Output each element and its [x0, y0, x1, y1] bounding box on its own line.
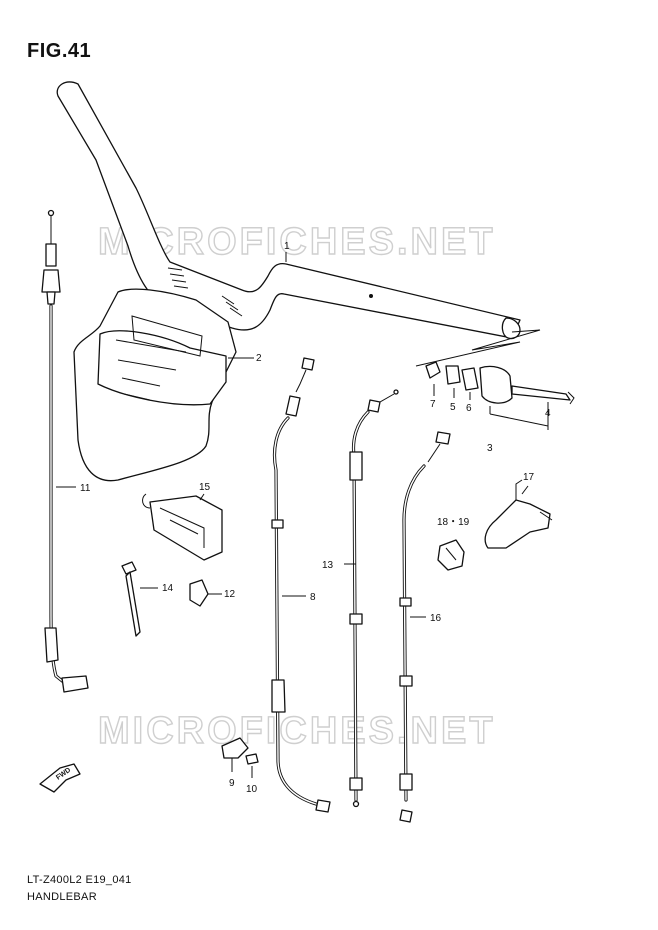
leader-lines-3-7: [433, 384, 549, 430]
watermark-bottom: MICROFICHES.NET: [98, 710, 496, 752]
clamp-part[interactable]: [189, 579, 209, 607]
callout-5: 5: [450, 402, 456, 413]
bar-end-parts[interactable]: [425, 361, 575, 405]
cable-16-part[interactable]: [399, 431, 451, 823]
callout-17: 17: [523, 472, 535, 483]
band-part[interactable]: [121, 561, 141, 637]
callout-12: 12: [224, 589, 236, 600]
leader-lines: [56, 252, 529, 778]
cable-13-part[interactable]: [349, 389, 399, 808]
section-name: HANDLEBAR: [27, 891, 97, 903]
callout-1: 1: [284, 241, 290, 252]
holder-part[interactable]: [221, 737, 249, 759]
callout-3: 3: [487, 443, 493, 454]
callout-14: 14: [162, 583, 174, 594]
callout-8: 8: [310, 592, 316, 603]
throttle-cable-part[interactable]: [41, 209, 89, 693]
callout-10: 10: [246, 784, 258, 795]
callout-15: 15: [199, 482, 211, 493]
model-code: LT-Z400L2 E19_041: [27, 874, 132, 886]
bracket-part[interactable]: [142, 493, 223, 561]
bracket-17-part[interactable]: [484, 479, 553, 549]
callout-2: 2: [256, 353, 262, 364]
handlebar-cover-part[interactable]: [73, 288, 237, 482]
figure-title: FIG.41: [27, 40, 92, 62]
callout-4: 4: [545, 408, 551, 419]
fwd-arrow-icon: FWD: [39, 763, 81, 793]
brake-cable-part[interactable]: [271, 357, 331, 813]
callout-11: 11: [80, 483, 91, 494]
callout-16: 16: [430, 613, 442, 624]
switch-18-19-part[interactable]: [437, 539, 465, 571]
callout-18-19: 18・19: [437, 517, 470, 528]
callout-6: 6: [466, 403, 472, 414]
callout-13: 13: [322, 560, 334, 571]
screw-part[interactable]: [245, 753, 259, 765]
callout-7: 7: [430, 399, 436, 410]
callout-9: 9: [229, 778, 235, 789]
